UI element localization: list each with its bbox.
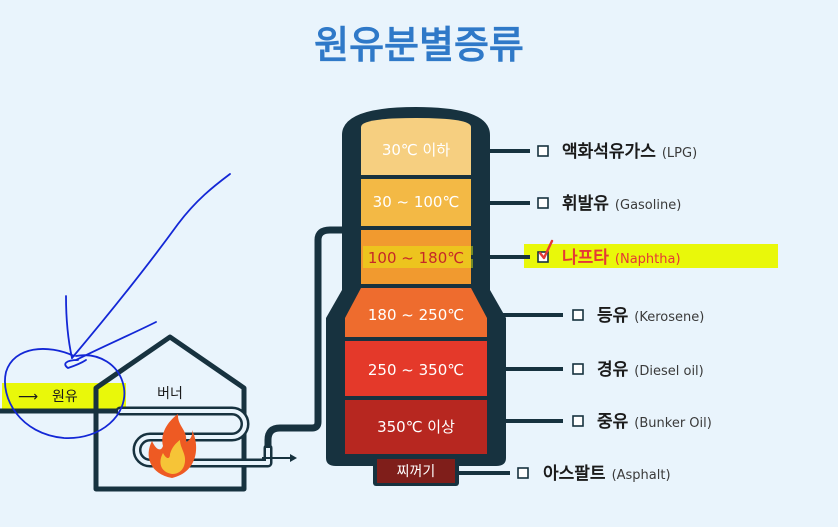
- checkbox-diesel[interactable]: [572, 363, 584, 375]
- layer-1: [361, 118, 471, 175]
- product-diesel: 경유(Diesel oil): [597, 360, 704, 380]
- checkbox-asphalt[interactable]: [517, 467, 529, 479]
- annotation-circle: [4, 348, 126, 439]
- input-highlight: [2, 383, 126, 409]
- product-lpg: 액화석유가스(LPG): [562, 142, 697, 162]
- product-gasoline: 휘발유(Gasoline): [562, 193, 681, 214]
- naphtha-highlight: [524, 244, 778, 268]
- layer-5: [345, 341, 487, 396]
- heating-coil: [118, 409, 270, 465]
- layer-3: [361, 230, 471, 284]
- layer-5-label: 250 ~ 350℃: [368, 361, 464, 379]
- handwritten-annotation: [4, 173, 231, 439]
- input-arrow: ⟶: [18, 389, 38, 405]
- layer-2: [361, 179, 471, 226]
- product-bunker: 중유(Bunker Oil): [597, 412, 712, 432]
- flow-arrow-head: [290, 454, 297, 462]
- furnace-label: 버너: [157, 386, 183, 402]
- product-naphtha: 나프타(Naphtha): [562, 248, 681, 268]
- annotation-stroke-1: [65, 295, 73, 359]
- layer-6-label: 350℃ 이상: [377, 418, 455, 436]
- product-asphalt: 아스팔트(Asphalt): [543, 464, 671, 484]
- layer-4-label: 180 ~ 250℃: [368, 306, 464, 324]
- annotation-stroke-2: [71, 173, 231, 359]
- checkbox-kerosene[interactable]: [572, 309, 584, 321]
- product-kerosene: 등유(Kerosene): [597, 306, 704, 326]
- page-title: 원유분별증류: [314, 23, 524, 67]
- furnace-house: [93, 334, 247, 492]
- check-mark-icon: [538, 239, 554, 260]
- annotation-stroke-3: [75, 321, 157, 361]
- layer-4: [345, 288, 487, 337]
- residue-box: [377, 459, 455, 483]
- annotation-loop: [64, 359, 87, 369]
- naphtha-column-highlight: [363, 246, 473, 268]
- checkbox-bunker[interactable]: [572, 415, 584, 427]
- input-label: 원유: [52, 389, 78, 405]
- layer-2-label: 30 ~ 100℃: [373, 193, 460, 211]
- layer-1-label: 30℃ 이하: [382, 141, 451, 159]
- flame-inner-icon: [160, 440, 186, 474]
- residue-label: 찌꺼기: [397, 464, 436, 480]
- transfer-pipe: [264, 226, 348, 448]
- checkbox-lpg[interactable]: [537, 145, 549, 157]
- checkbox-gasoline[interactable]: [537, 197, 549, 209]
- layer-6: [345, 400, 487, 454]
- layer-3-label: 100 ~ 180℃: [368, 249, 464, 267]
